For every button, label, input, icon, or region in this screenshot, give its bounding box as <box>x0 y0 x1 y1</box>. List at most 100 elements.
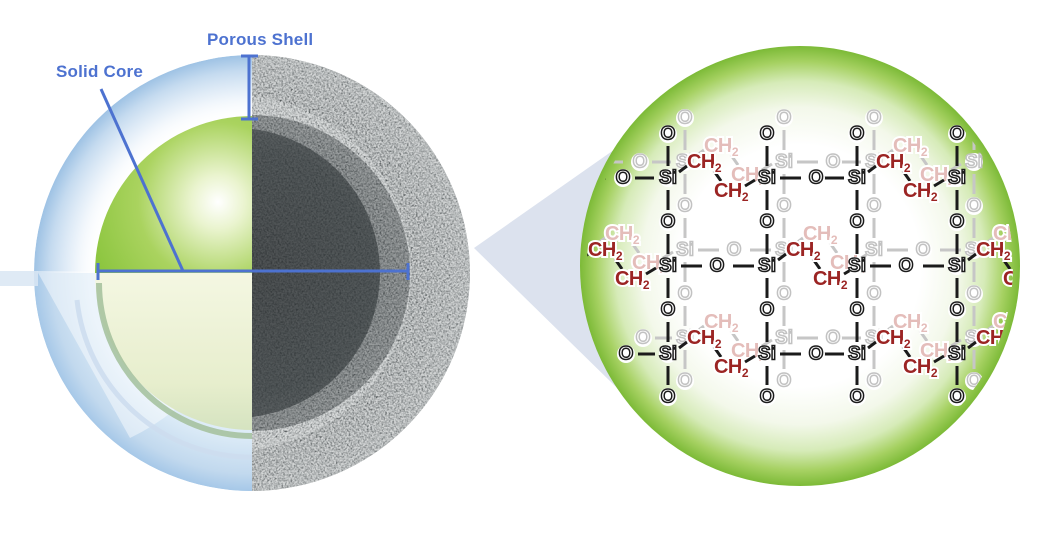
atom-backing <box>775 153 793 171</box>
atom-backing <box>708 257 726 275</box>
bond <box>678 164 688 174</box>
oxygen-atom-label: O <box>950 300 965 321</box>
bond <box>761 338 773 348</box>
ch2-group-label: CH2 <box>993 223 1028 247</box>
bond <box>712 170 723 182</box>
atom-backing <box>676 241 694 259</box>
atom-backing <box>865 241 883 259</box>
atom-backing <box>659 345 677 363</box>
cut-plane-band <box>0 271 38 286</box>
atom-backing <box>758 301 776 319</box>
oxygen-atom-label: O <box>967 284 982 305</box>
bond <box>596 236 606 246</box>
atom-backing <box>676 372 694 390</box>
oxygen-atom-label: O <box>826 152 841 173</box>
bond <box>1020 243 1027 253</box>
atom-backing <box>634 329 652 347</box>
oxygen-atom-label: O <box>678 371 693 392</box>
atom-backing <box>659 257 677 275</box>
bond <box>729 330 740 342</box>
ch2-group-label: CH2 <box>1003 268 1038 292</box>
atom-backing <box>824 329 842 347</box>
bond <box>828 242 839 254</box>
atom-backing <box>631 153 649 171</box>
oxygen-atom-label: O <box>760 300 775 321</box>
atom-backing <box>775 109 793 127</box>
oxygen-atom-label: O <box>950 124 965 145</box>
atom-backing <box>676 109 694 127</box>
bond <box>695 148 705 158</box>
atom-backing <box>848 125 866 143</box>
oxygen-atom-label: O <box>710 256 725 277</box>
silicon-atom-label: Si <box>948 256 966 277</box>
silicon-atom-label: Si <box>775 152 793 173</box>
porous-shell-label: Porous Shell <box>207 30 314 49</box>
atom-backing <box>614 169 632 187</box>
silicon-atom-label: Si <box>948 344 966 365</box>
silicon-atom-label: Si <box>659 168 677 189</box>
bond <box>884 148 894 158</box>
atom-backing <box>775 197 793 215</box>
atom-backing <box>725 241 743 259</box>
bond <box>933 354 945 364</box>
oxygen-atom-label: O <box>678 284 693 305</box>
bond <box>811 258 822 270</box>
silicon-atom-label: Si <box>758 168 776 189</box>
atom-backing <box>758 388 776 406</box>
annotations <box>96 54 410 280</box>
bond <box>1020 331 1027 341</box>
oxygen-atom-label: O <box>967 196 982 217</box>
bond <box>918 154 929 166</box>
atom-backing <box>948 388 966 406</box>
particle-tem-half <box>252 55 470 491</box>
silicon-atom-label: Si <box>965 152 983 173</box>
atom-backing <box>775 285 793 303</box>
atom-backing <box>775 241 793 259</box>
bond <box>901 170 912 182</box>
atom-backing <box>848 169 866 187</box>
bond <box>984 236 994 246</box>
bond <box>867 340 877 350</box>
atom-backing <box>965 285 983 303</box>
atom-backing <box>914 241 932 259</box>
ch2-group-label: CH2 <box>1020 252 1043 276</box>
ch2-group-label: CH2 <box>903 180 938 204</box>
bond <box>729 154 740 166</box>
oxygen-atom-label: O <box>867 196 882 217</box>
oxygen-atom-label: O <box>678 108 693 129</box>
oxygen-atom-label: O <box>727 240 742 261</box>
atom-backing <box>775 372 793 390</box>
bond <box>744 178 756 188</box>
oxygen-atom-label: O <box>678 196 693 217</box>
oxygen-atom-label: O <box>777 284 792 305</box>
atom-backing <box>948 257 966 275</box>
atom-backing <box>848 301 866 319</box>
oxygen-atom-label: O <box>867 108 882 129</box>
atom-backing <box>865 197 883 215</box>
atom-backing <box>807 345 825 363</box>
core-cut-rim-arc <box>96 282 252 439</box>
silicon-atom-label: Si <box>865 152 883 173</box>
oxygen-atom-label: O <box>850 387 865 408</box>
bond <box>918 330 929 342</box>
bond <box>794 236 804 246</box>
bond <box>1034 356 1043 362</box>
bond <box>645 266 657 276</box>
oxygen-atom-label: O <box>777 196 792 217</box>
bond <box>967 340 977 350</box>
silicon-atom-label: Si <box>758 344 776 365</box>
oxygen-atom-label: O <box>636 328 651 349</box>
bond <box>1001 346 1012 358</box>
oxygen-atom-label: O <box>619 344 634 365</box>
silicon-atom-label: Si <box>775 240 793 261</box>
bond <box>630 242 641 254</box>
bond <box>712 346 723 358</box>
oxygen-atom-label: O <box>867 371 882 392</box>
atom-backing <box>865 372 883 390</box>
oxygen-atom-label: O <box>916 240 931 261</box>
atom-backing <box>659 388 677 406</box>
atom-backing <box>758 257 776 275</box>
silicon-atom-label: Si <box>676 240 694 261</box>
atom-backing <box>948 345 966 363</box>
bond <box>901 346 912 358</box>
